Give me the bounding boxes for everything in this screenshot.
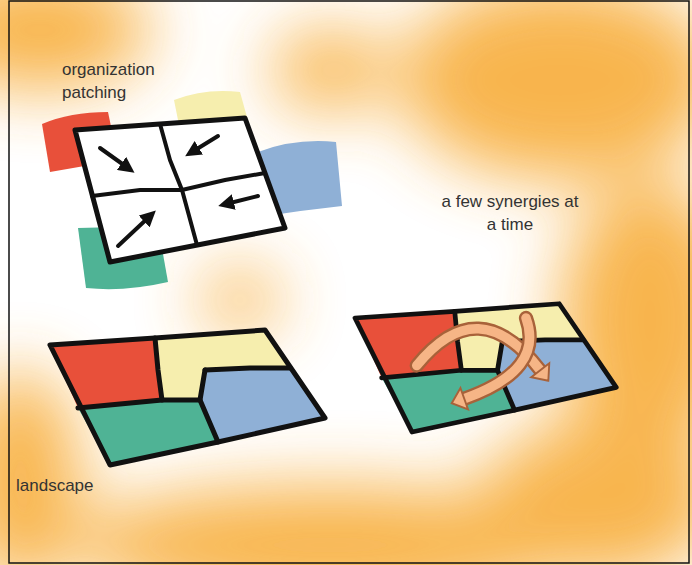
grid-outline xyxy=(75,118,285,262)
landscape-illustration xyxy=(50,330,325,465)
illustration-label: a few synergies at a time xyxy=(440,190,580,236)
glow-blob xyxy=(200,270,280,330)
grid-line xyxy=(92,173,265,196)
patch-arrow xyxy=(226,196,258,204)
synergy-arrowhead xyxy=(452,388,468,409)
glow-blob xyxy=(480,420,692,565)
patch-arrow xyxy=(192,136,218,152)
patch-arrow xyxy=(100,148,128,168)
glow-blob xyxy=(400,0,692,180)
label-holder: landscape xyxy=(16,474,126,497)
glow-blob xyxy=(560,180,692,460)
label-holder: organization patching xyxy=(62,58,182,104)
synergy-arrowhead xyxy=(531,363,549,380)
synergy-arrow-outline xyxy=(464,318,529,399)
grid-line xyxy=(160,124,197,245)
glow-blob xyxy=(0,370,80,565)
glow-blob xyxy=(270,30,390,110)
illustration-label: landscape xyxy=(16,474,126,497)
synergies-illustration xyxy=(355,304,616,432)
label-holder: a few synergies at a time xyxy=(440,190,580,236)
landscape-copy xyxy=(355,304,616,432)
synergy-arrow xyxy=(464,318,529,399)
patch-arrow xyxy=(118,216,150,246)
frame xyxy=(9,1,689,563)
patching-illustration xyxy=(42,91,342,289)
illustration-label: organization patching xyxy=(62,58,182,104)
